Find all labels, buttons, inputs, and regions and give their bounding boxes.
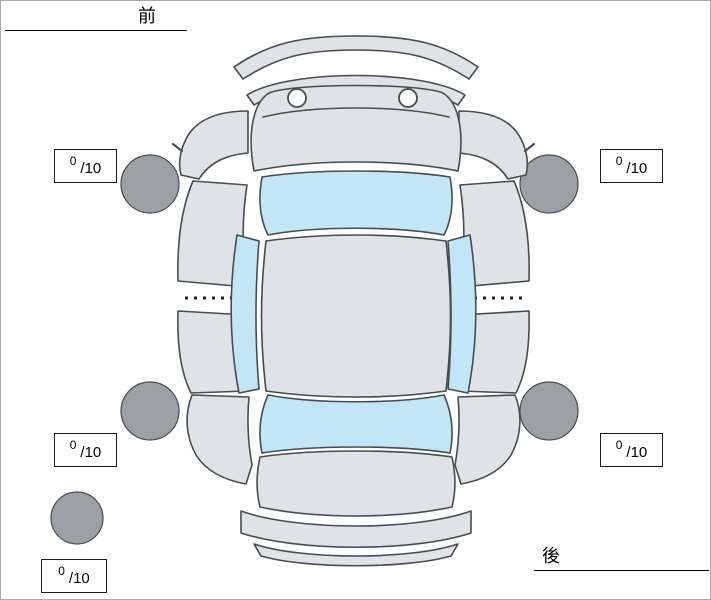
tyre-score-spare: 0 /10	[41, 559, 107, 593]
rear-spoiler	[253, 543, 459, 567]
left-side-panels	[171, 110, 253, 485]
wheel-front-left-icon	[120, 154, 180, 214]
tyre-score-front-left: 0 /10	[54, 149, 117, 183]
score-max: /10	[626, 443, 648, 461]
hood-detail-right-icon	[398, 88, 418, 108]
rear-bumper	[240, 510, 472, 549]
wheel-rear-right-icon	[519, 381, 579, 441]
rear-fender-left	[186, 394, 253, 485]
tyre-score-rear-right: 0 /10	[600, 433, 663, 467]
front-spoiler	[233, 35, 479, 80]
mirror-mark-left	[171, 142, 184, 153]
windshield	[259, 170, 453, 236]
front-door-left	[177, 180, 248, 288]
score-max: /10	[80, 159, 102, 177]
hood-seam-line	[262, 107, 450, 118]
score-value: 0	[69, 154, 77, 168]
side-window-right	[447, 234, 477, 394]
tyre-score-front-right: 0 /10	[600, 149, 663, 183]
score-value: 0	[69, 438, 77, 452]
roof	[260, 234, 452, 398]
score-max: /10	[80, 443, 102, 461]
trunk	[256, 450, 456, 517]
hood	[250, 84, 462, 172]
rear-window	[259, 394, 453, 454]
front-label: 前	[138, 6, 156, 26]
wheel-rear-left-icon	[120, 381, 180, 441]
score-value: 0	[615, 154, 623, 168]
front-fender-left	[178, 110, 249, 180]
hood-detail-left-icon	[287, 88, 307, 108]
wheel-front-right-icon	[519, 154, 579, 214]
front-underline	[5, 30, 187, 31]
score-value: 0	[58, 564, 65, 578]
rear-label: 後	[542, 546, 560, 566]
rear-underline	[534, 570, 709, 571]
score-max: /10	[626, 159, 648, 177]
score-value: 0	[615, 438, 623, 452]
side-window-left	[230, 234, 260, 394]
score-max: /10	[68, 569, 90, 587]
tyre-score-rear-left: 0 /10	[54, 433, 117, 467]
spare-tyre-icon	[50, 491, 104, 545]
